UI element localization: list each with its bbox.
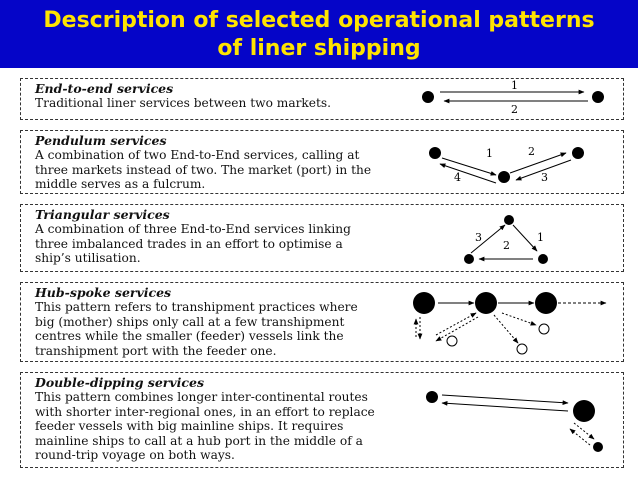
port-node — [572, 147, 584, 159]
route-label: 2 — [503, 239, 510, 252]
feeder-port-node — [516, 343, 528, 355]
service-box-hub-spoke: Hub-spoke services This pattern refers t… — [20, 282, 624, 362]
slide-title-line-1: Description of selected operational patt… — [43, 8, 595, 33]
service-title: Double-dipping services — [35, 375, 204, 390]
port-node — [464, 254, 474, 264]
hub-port-node — [475, 292, 497, 314]
service-desc-line: with shorter inter-regional ones, in an … — [35, 404, 375, 419]
port-node — [426, 391, 438, 403]
route-label: 2 — [511, 103, 518, 116]
service-title: Triangular services — [35, 207, 170, 222]
service-desc-line: centres while the smaller (feeder) vesse… — [35, 329, 344, 343]
service-desc-line: This pattern combines longer inter-conti… — [35, 390, 368, 404]
port-node — [592, 91, 604, 103]
service-desc-line: This pattern refers to transhipment prac… — [35, 300, 358, 314]
service-desc-line: big (mother) ships only call at a few tr… — [35, 314, 345, 329]
triangular-diagram: 3 2 1 — [464, 215, 548, 264]
port-node — [422, 91, 434, 103]
route-label: 4 — [454, 171, 461, 184]
hub-port-node — [413, 292, 435, 314]
service-box-double-dipping: Double-dipping services This pattern com… — [20, 372, 624, 468]
service-box-triangular: Triangular services A combination of thr… — [20, 204, 624, 272]
route-label: 1 — [537, 231, 544, 244]
service-desc-line: middle serves as a fulcrum. — [35, 177, 206, 191]
service-title: Pendulum services — [35, 133, 167, 148]
pendulum-diagram: 1 2 3 4 — [429, 145, 584, 184]
route-label: 3 — [475, 231, 482, 244]
port-node — [504, 215, 514, 225]
service-desc-line: three markets instead of two. The market… — [35, 162, 372, 177]
route-label: 3 — [541, 171, 548, 184]
service-desc-line: transhipment port with the feeder one. — [35, 343, 277, 358]
service-desc-line: Traditional liner services between two m… — [35, 96, 332, 110]
service-desc-line: A combination of two End-to-End services… — [35, 148, 360, 162]
service-desc-line: round-trip voyage on both ways. — [35, 448, 235, 462]
port-node — [498, 171, 510, 183]
feeder-port-node — [538, 323, 550, 335]
feeder-port-node — [446, 335, 458, 347]
end-to-end-diagram: 1 2 — [422, 79, 604, 116]
service-desc-line: A combination of three End-to-End servic… — [35, 222, 351, 236]
service-title: Hub-spoke services — [35, 285, 172, 300]
hub-port-node — [535, 292, 557, 314]
port-node — [538, 254, 548, 264]
service-desc-line: three imbalanced trades in an effort to … — [35, 236, 343, 251]
route-label: 1 — [511, 79, 518, 92]
slide-title-line-2: of liner shipping — [217, 36, 421, 61]
route-label: 2 — [528, 145, 535, 158]
service-desc-line: feeder vessels with big mainline ships. … — [35, 419, 344, 433]
route-label: 1 — [486, 147, 493, 160]
port-node — [429, 147, 441, 159]
service-box-end-to-end: End-to-end services Traditional liner se… — [20, 78, 624, 120]
hub-spoke-diagram — [413, 292, 607, 355]
slide-title-bar: Description of selected operational patt… — [0, 0, 638, 68]
service-desc-line: mainline ships to call at a hub port in … — [35, 433, 363, 448]
double-dipping-diagram — [426, 391, 603, 452]
service-box-pendulum: Pendulum services A combination of two E… — [20, 130, 624, 194]
port-node — [593, 442, 603, 452]
service-desc-line: ship’s utilisation. — [35, 251, 141, 265]
hub-port-node — [573, 400, 595, 422]
service-title: End-to-end services — [35, 81, 174, 96]
